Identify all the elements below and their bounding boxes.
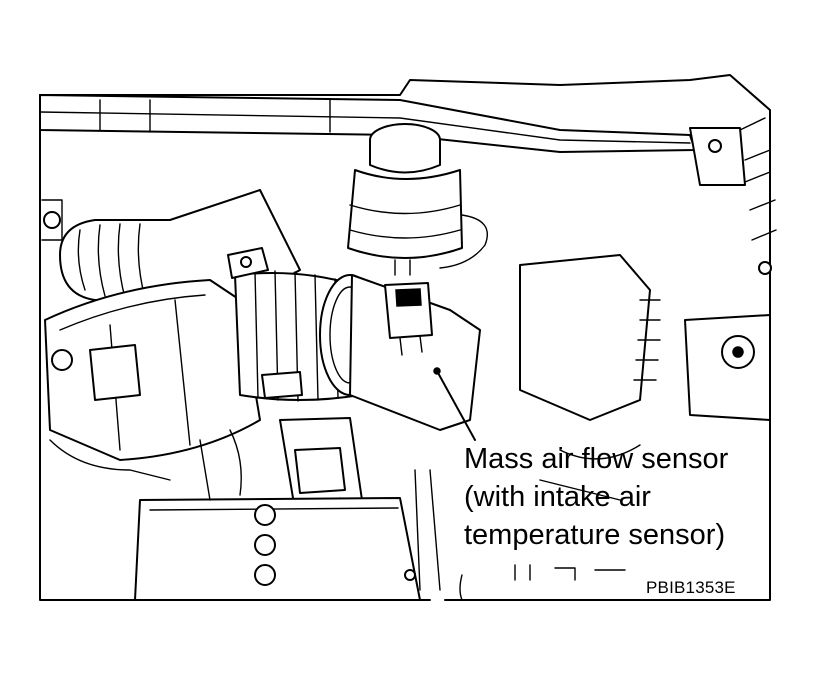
callout-line-1: Mass air flow sensor xyxy=(464,443,729,475)
figure-code: PBIB1353E xyxy=(646,578,736,597)
fluid-reservoir xyxy=(347,123,489,276)
callout-leader-line xyxy=(436,370,476,441)
callout-line-3: temperature sensor) xyxy=(464,519,726,551)
callout-line-2: (with intake air xyxy=(464,481,651,513)
lower-components xyxy=(134,417,421,601)
bottom-tick-marks xyxy=(459,564,626,601)
upper-support-bracket xyxy=(39,94,777,275)
sensor-callout-label: Mass air flow sensor (with intake air te… xyxy=(464,440,804,554)
air-cleaner-housing xyxy=(44,279,261,481)
right-side-components xyxy=(414,254,771,591)
